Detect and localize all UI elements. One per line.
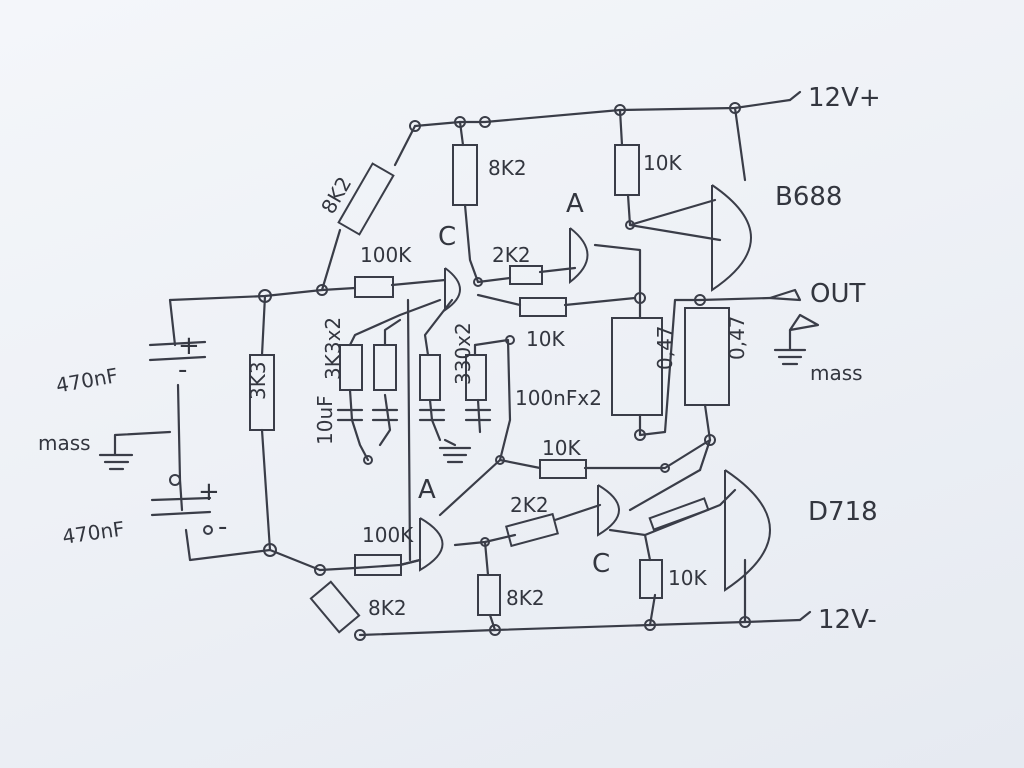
wires bbox=[168, 98, 802, 637]
resistor-3k3-b bbox=[373, 344, 397, 391]
label-r-3k3: 3K3 bbox=[246, 361, 270, 400]
cap-100nf-b bbox=[464, 408, 492, 422]
resistor-3k3 bbox=[249, 354, 275, 431]
transistors bbox=[419, 184, 771, 592]
label-out: OUT bbox=[810, 279, 865, 309]
label-r-047-left: 0,47 bbox=[653, 325, 677, 370]
label-plus-top: + bbox=[178, 331, 200, 361]
label-r-top-left: 8K2 bbox=[316, 172, 356, 217]
label-r-top-right: 10K bbox=[643, 151, 682, 175]
transistor-a-bottom bbox=[419, 517, 444, 572]
resistor-10k-top bbox=[614, 144, 640, 196]
label-mass-left: mass bbox=[38, 431, 91, 455]
cap-10uf-a bbox=[336, 408, 364, 422]
transistor-d718 bbox=[724, 469, 771, 592]
label-plus-bottom: + bbox=[198, 477, 220, 507]
label-r-top-mid: 8K2 bbox=[488, 156, 527, 180]
label-b688: B688 bbox=[775, 182, 842, 212]
label-r-330x2: 330x2 bbox=[451, 322, 475, 385]
label-v-pos: 12V+ bbox=[808, 83, 881, 113]
label-r-8k2-diag: 8K2 bbox=[368, 596, 407, 620]
supply-terminals bbox=[788, 90, 812, 622]
label-trans-a-bottom: A bbox=[418, 475, 436, 505]
label-r-10k-mid: 10K bbox=[526, 327, 565, 351]
label-r-10k-lower: 10K bbox=[542, 436, 581, 460]
label-cap-10uf: 10uF bbox=[313, 395, 337, 445]
label-mass-right: mass bbox=[810, 361, 863, 385]
label-r-2k2-top: 2K2 bbox=[492, 243, 531, 267]
label-trans-c-bottom: C bbox=[592, 549, 610, 579]
resistor-100k-bottom bbox=[354, 554, 402, 576]
resistor-8k2-bottom bbox=[477, 574, 501, 616]
label-r-2k2-bottom: 2K2 bbox=[510, 493, 549, 517]
label-r-8k2-bottom: 8K2 bbox=[506, 586, 545, 610]
resistor-330-b bbox=[465, 354, 487, 401]
transistor-c-bottom bbox=[597, 484, 620, 537]
resistor-8k2-diag bbox=[309, 580, 361, 634]
label-trans-a-top: A bbox=[566, 189, 584, 219]
label-v-neg: 12V- bbox=[818, 605, 877, 635]
label-r-100k-top: 100K bbox=[360, 243, 412, 267]
resistor-8k2-top-left bbox=[337, 162, 395, 236]
nodes bbox=[169, 102, 751, 641]
transistor-a-top bbox=[569, 227, 589, 285]
resistor-10k-mid bbox=[519, 297, 567, 317]
resistors bbox=[249, 144, 730, 634]
resistor-10k-bottom bbox=[639, 559, 663, 599]
label-r-10k-bottom: 10K bbox=[668, 566, 707, 590]
resistor-047-right bbox=[684, 307, 730, 406]
label-cap-top: 470nF bbox=[54, 363, 120, 397]
capacitors bbox=[148, 340, 492, 517]
ground-left bbox=[98, 430, 172, 471]
resistor-100k-top bbox=[354, 276, 394, 298]
label-d718: D718 bbox=[808, 497, 878, 527]
resistor-2k2-bottom bbox=[505, 512, 559, 548]
resistor-10k-lower bbox=[539, 459, 587, 479]
cap-10uf-b bbox=[371, 408, 399, 422]
cap-100nf-a bbox=[418, 408, 446, 422]
ground-mid bbox=[438, 438, 472, 464]
transistor-b688 bbox=[711, 184, 752, 292]
label-minus-bottom: - bbox=[218, 512, 227, 542]
resistor-2k2-top bbox=[509, 265, 543, 285]
resistor-330-a bbox=[419, 354, 441, 401]
ground-right bbox=[773, 328, 807, 366]
ground-symbols bbox=[98, 288, 820, 471]
label-minus-top: - bbox=[178, 355, 187, 385]
label-r-047-right: 0,47 bbox=[725, 315, 749, 360]
transistor-c-top bbox=[444, 267, 461, 312]
label-r-100k-bottom: 100K bbox=[362, 523, 414, 547]
label-cap-100nf: 100nFx2 bbox=[515, 386, 602, 410]
cap-470-bottom bbox=[150, 496, 212, 517]
thermal-link bbox=[648, 497, 710, 531]
cap-470-top bbox=[148, 340, 207, 362]
label-r-3k3x2: 3K3x2 bbox=[321, 317, 345, 380]
label-cap-bottom: 470nF bbox=[61, 516, 126, 548]
resistor-8k2-top bbox=[452, 144, 478, 206]
resistor-3k3-a bbox=[339, 344, 363, 391]
resistor-047-left bbox=[611, 317, 663, 416]
label-trans-c-top: C bbox=[438, 222, 456, 252]
